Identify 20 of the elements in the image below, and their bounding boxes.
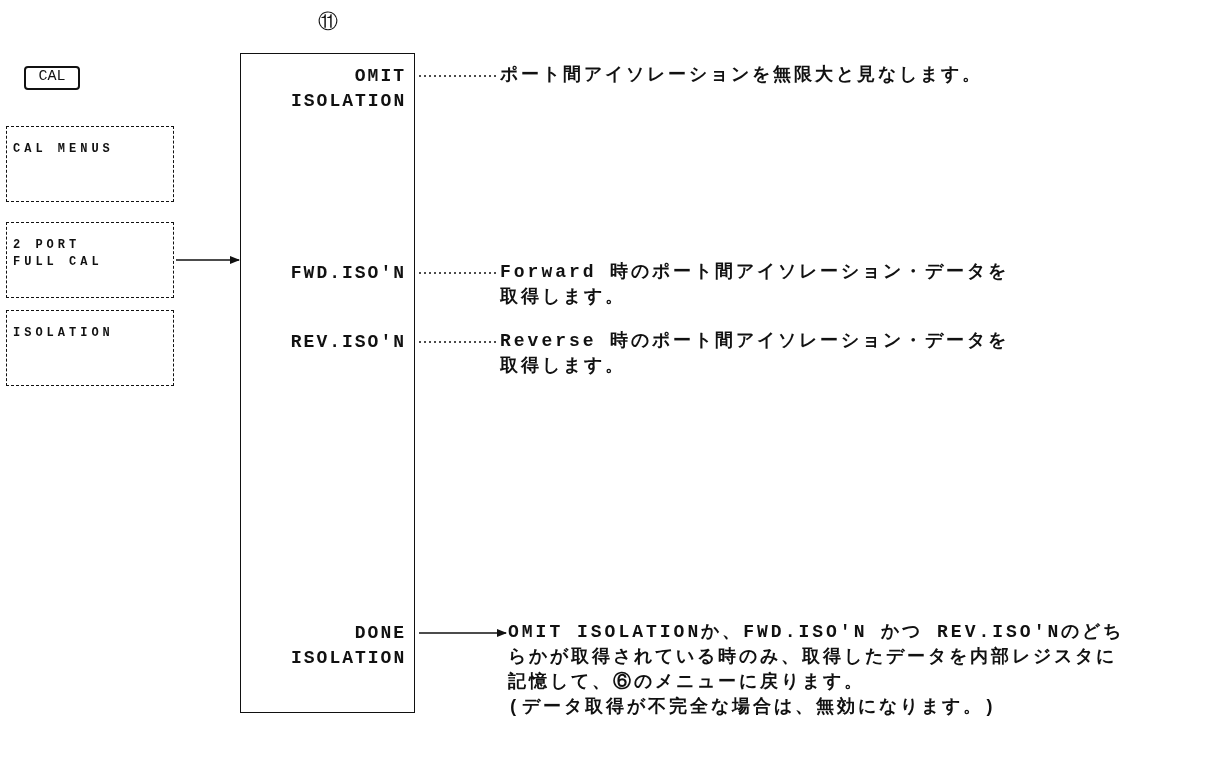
callout-number: ⑪ (318, 10, 338, 35)
softkey-box: CAL MENUS (6, 126, 174, 202)
leader-line (418, 341, 499, 343)
softkey-menu-panel (240, 53, 415, 713)
arrow (418, 628, 508, 638)
softkey-label: FWD.ISO'N (271, 261, 406, 287)
softkey-box: 2 PORT FULL CAL (6, 222, 174, 298)
softkey-label: DONE ISOLATION (291, 621, 406, 673)
softkey-label: OMIT ISOLATION (291, 64, 406, 116)
description-text: Forward 時のポート間アイソレーション・データを取得します。 (500, 260, 1030, 312)
softkey-label: REV.ISO'N (271, 330, 406, 356)
description-text: Reverse 時のポート間アイソレーション・データを取得します。 (500, 329, 1030, 381)
description-text: OMIT ISOLATIONか、FWD.ISO'N かつ REV.ISO'Nのどちらかが取得されている時のみ、取得したデータを内部レジスタに記憶して、⑥のメニューに戻ります。 (508, 621, 1126, 694)
front-panel-key: CAL (24, 66, 80, 90)
leader-line (418, 272, 499, 274)
softkey-box: ISOLATION (6, 310, 174, 386)
description-text: (データ取得が不完全な場合は、無効になります。) (508, 695, 999, 719)
description-text: ポート間アイソレーションを無限大と見なします。 (500, 63, 1190, 89)
arrow (175, 255, 241, 265)
leader-line (418, 75, 499, 77)
